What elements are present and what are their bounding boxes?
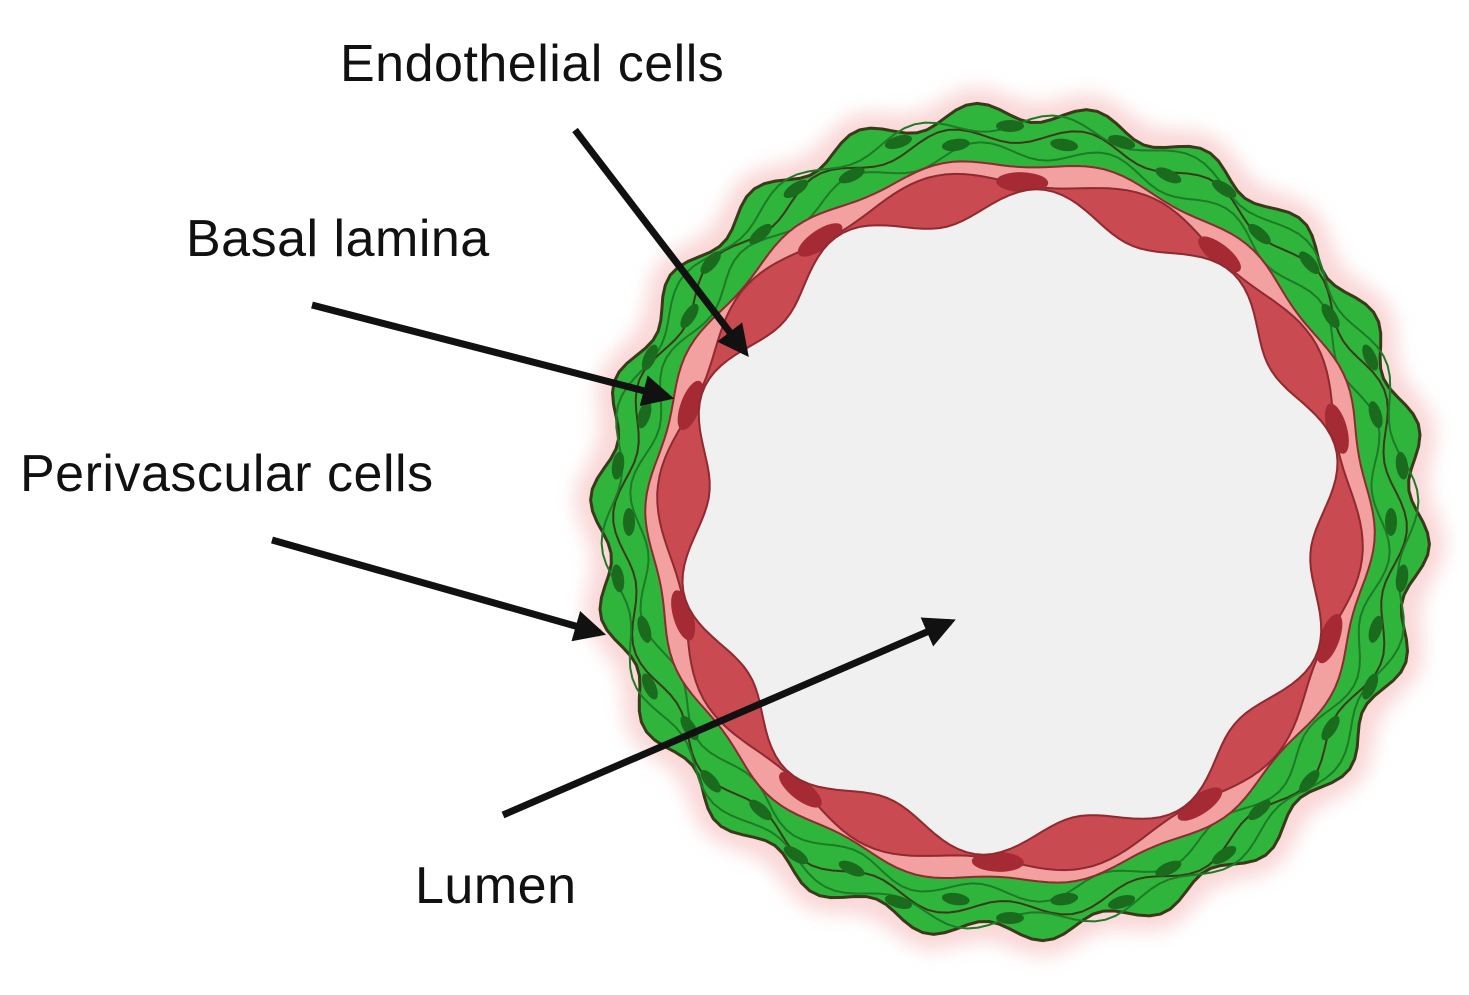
endothelial-nucleus: [1198, 236, 1241, 273]
endothelial-nucleus: [996, 172, 1049, 193]
endothelial-nucleus: [779, 771, 822, 808]
perivascular-nucleus: [1368, 401, 1383, 429]
endothelial-nucleus: [1177, 787, 1223, 821]
perivascular-nucleus: [996, 912, 1024, 924]
perivascular-nucleus: [838, 167, 865, 184]
perivascular-nucleus: [884, 135, 912, 149]
perivascular-nucleus: [749, 223, 772, 245]
label-basal-lamina: Basal lamina: [186, 210, 490, 268]
perivascular-nucleus: [1155, 860, 1182, 877]
perivascular-nucleus: [611, 451, 625, 480]
endothelial-nucleus: [671, 590, 696, 641]
perivascular-nucleus: [1299, 770, 1320, 793]
perivascular-nucleus: [1248, 223, 1271, 245]
perivascular-nucleus: [1321, 715, 1340, 741]
endothelial-nucleus: [797, 223, 843, 257]
perivascular-nucleus: [1385, 508, 1397, 536]
perivascular-nucleus: [1395, 564, 1409, 593]
perivascular-nucleus: [1248, 799, 1271, 821]
perivascular-strand: [629, 141, 1391, 903]
perivascular-nucleus: [1050, 892, 1079, 906]
perivascular-nucleus: [1108, 135, 1136, 149]
perivascular-nucleus: [641, 344, 658, 371]
perivascular-nucleus: [838, 860, 865, 877]
arrow-basal-lamina: [311, 301, 675, 406]
perivascular-nucleus: [637, 615, 652, 643]
perivascular-nucleus: [1211, 846, 1237, 865]
arrow-endothelial-cells: [572, 127, 749, 358]
lumen-area: [681, 188, 1339, 856]
perivascular-nucleus: [700, 251, 721, 274]
perivascular-nucleus: [783, 179, 809, 198]
perivascular-nuclei: [611, 120, 1409, 924]
perivascular-nucleus: [1321, 303, 1340, 329]
perivascular-nucleus: [1362, 673, 1379, 700]
perivascular-nucleus: [680, 303, 699, 329]
perivascular-strand: [612, 128, 1408, 916]
endothelial-nuclei: [671, 172, 1349, 872]
perivascular-nucleus: [783, 846, 809, 865]
perivascular-nucleus: [884, 895, 912, 909]
perivascular-nucleus: [941, 138, 970, 152]
perivascular-cell-strands: [600, 114, 1420, 930]
endothelial-nucleus: [971, 851, 1024, 872]
vessel-cross-section: [574, 87, 1446, 957]
perivascular-nucleus: [749, 799, 772, 821]
endothelial-nucleus: [677, 380, 704, 431]
perivascular-nucleus: [1368, 615, 1383, 643]
endothelial-nucleus: [1316, 613, 1343, 664]
label-endothelial-cells: Endothelial cells: [340, 35, 725, 93]
arrow-lumen: [501, 617, 956, 819]
perivascular-nucleus: [623, 508, 635, 536]
perivascular-nucleus: [1299, 251, 1320, 274]
perivascular-strand: [600, 114, 1420, 930]
perivascular-nucleus: [996, 120, 1024, 132]
perivascular-nucleus: [1211, 179, 1237, 198]
perivascular-nucleus: [611, 564, 625, 593]
perivascular-nucleus: [637, 401, 652, 429]
label-lumen: Lumen: [415, 857, 577, 915]
arrow-perivascular-cells: [271, 536, 607, 642]
perivascular-nucleus: [1108, 895, 1136, 909]
perivascular-nucleus: [1155, 167, 1182, 184]
perivascular-nucleus: [641, 673, 658, 700]
label-perivascular-cells: Perivascular cells: [20, 445, 434, 503]
perivascular-nucleus: [941, 892, 970, 906]
perivascular-nucleus: [1395, 451, 1409, 480]
endothelial-nucleus: [1324, 403, 1349, 454]
perivascular-nucleus: [1050, 138, 1079, 152]
pointer-arrows: [271, 127, 956, 819]
perivascular-nucleus: [1362, 344, 1379, 371]
perivascular-nucleus: [700, 770, 721, 793]
